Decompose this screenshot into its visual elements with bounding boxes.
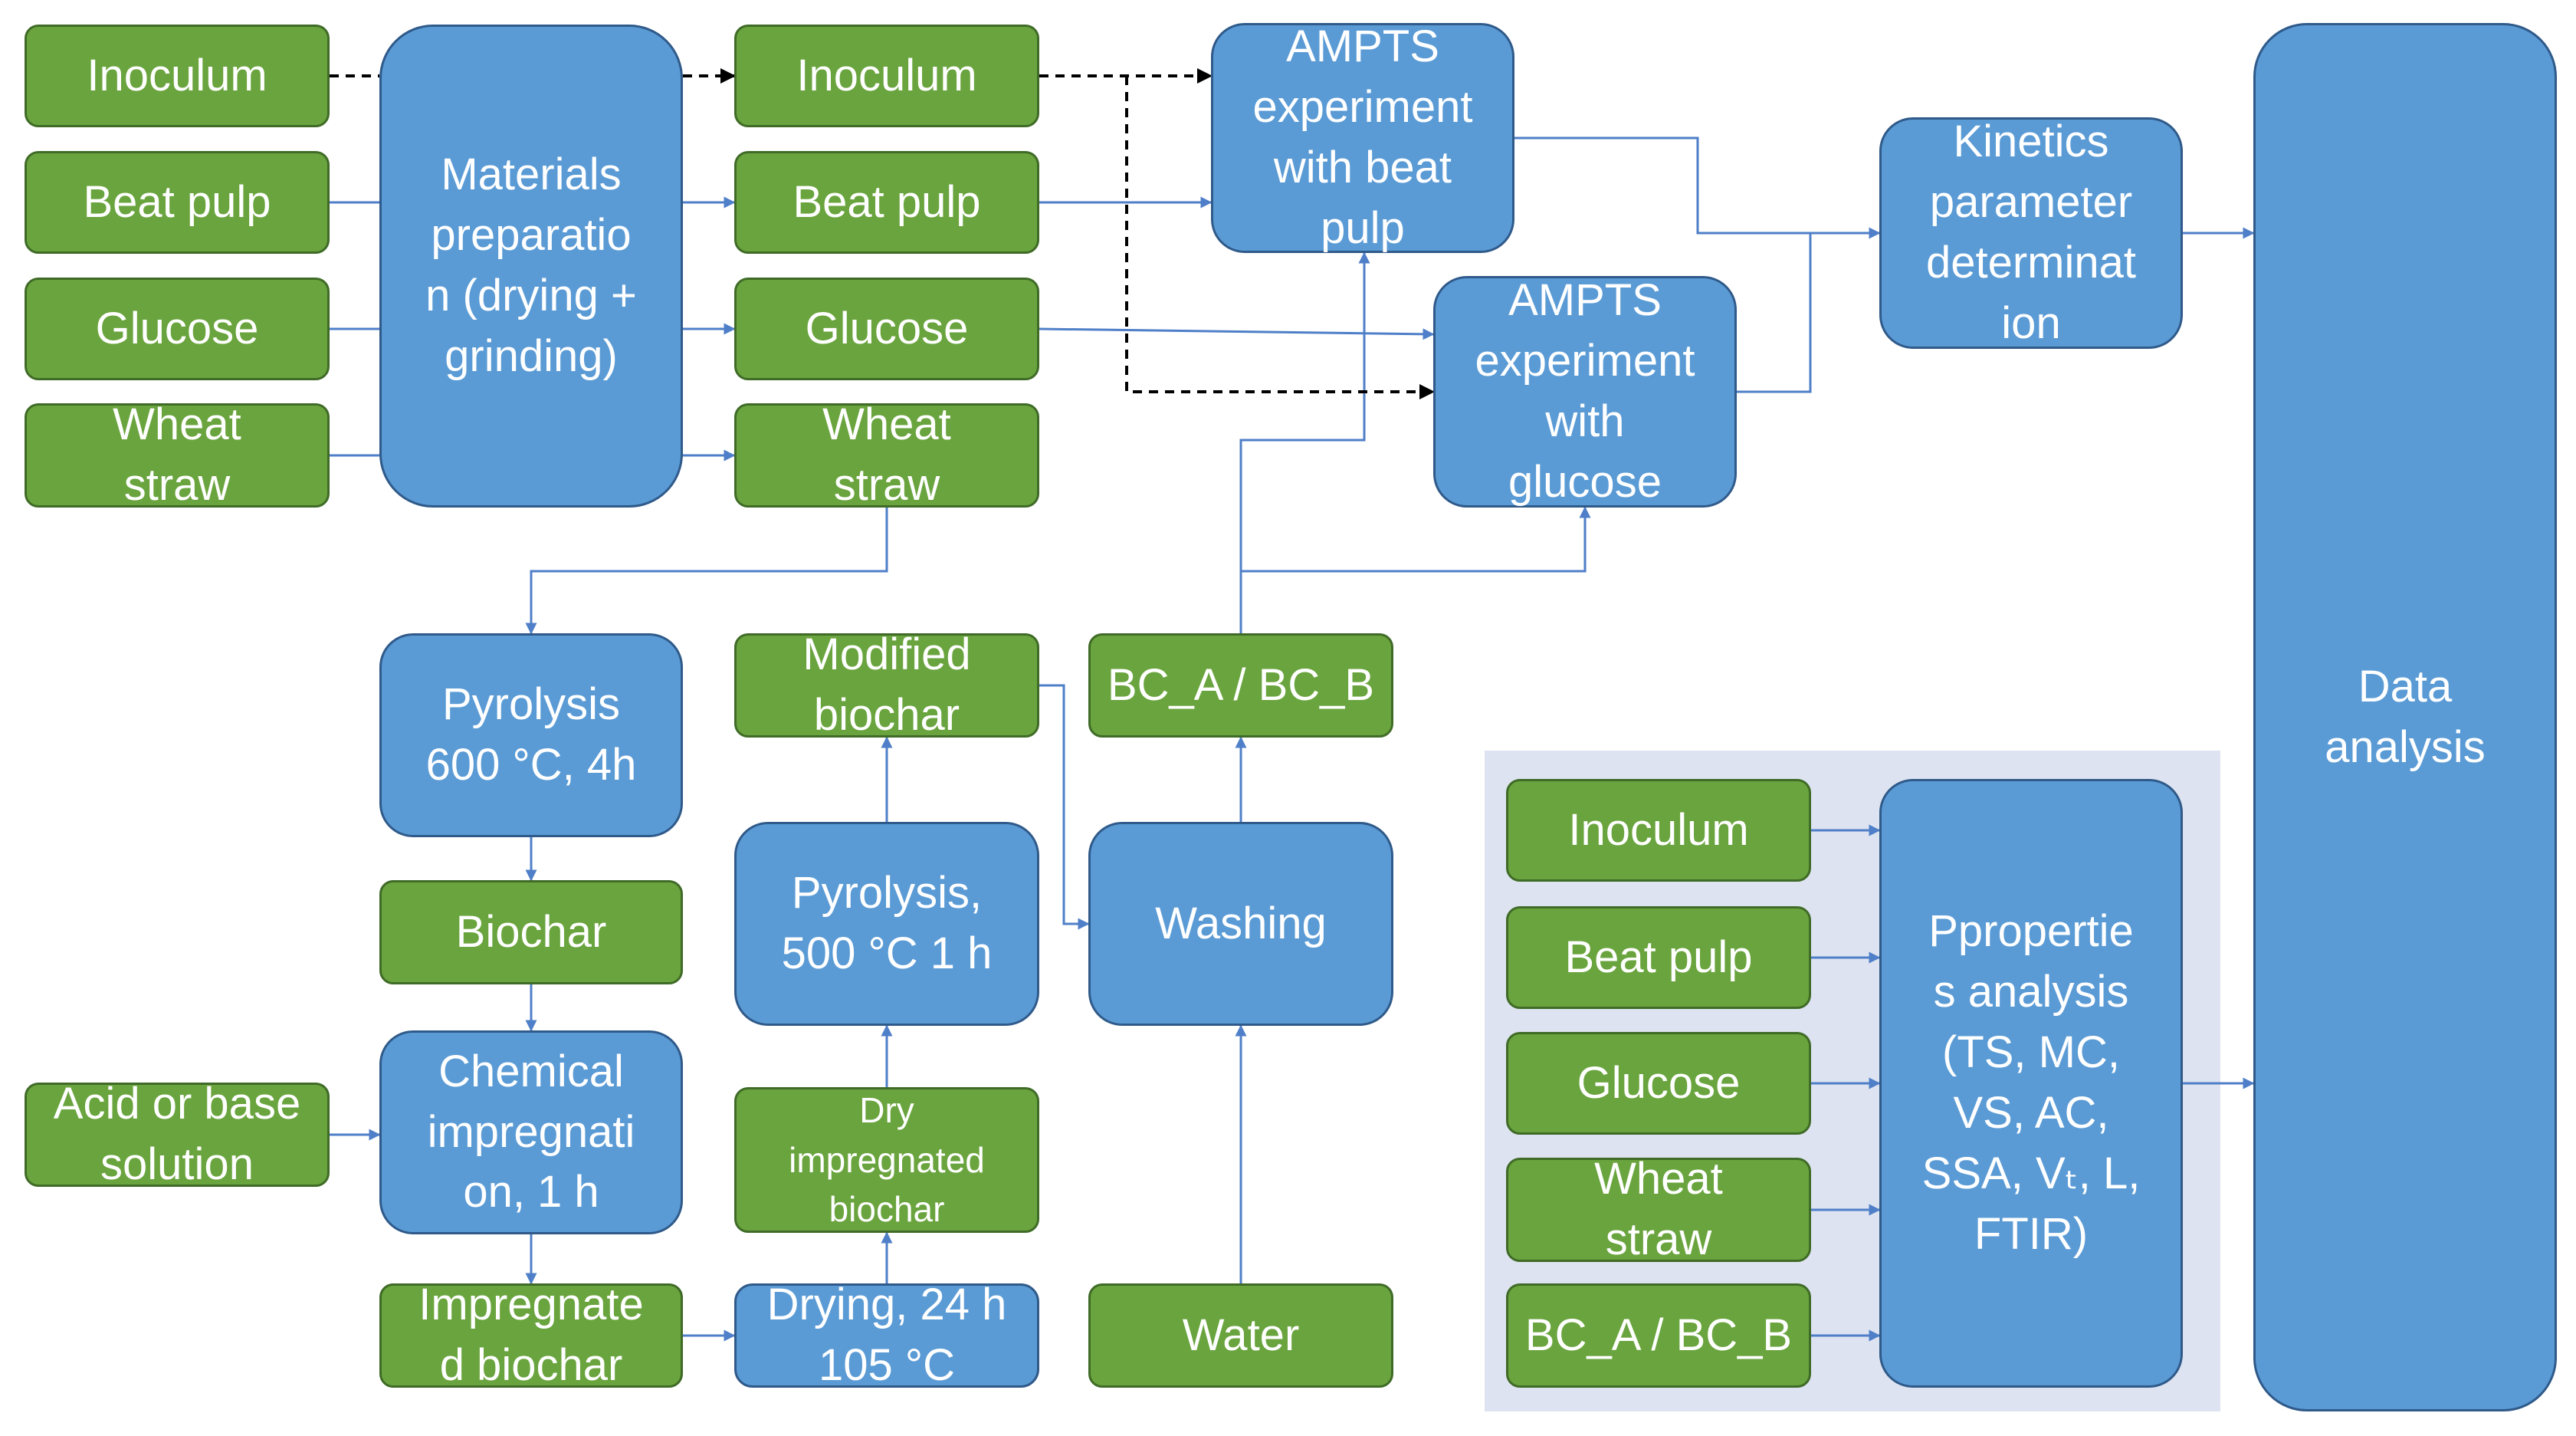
biochar-box: Biochar xyxy=(379,880,683,984)
biochar-label: Biochar xyxy=(455,906,607,957)
raw-inoculum-box: Inoculum xyxy=(25,25,330,127)
materials-preparation-label: Materials preparatio n (drying + grindin… xyxy=(425,150,637,381)
modified-biochar-label: Modified biochar xyxy=(802,629,971,740)
raw-beat-pulp-label: Beat pulp xyxy=(83,176,271,227)
prepared-glucose-label: Glucose xyxy=(805,303,969,353)
raw-glucose-box: Glucose xyxy=(25,278,330,380)
raw-glucose-label: Glucose xyxy=(95,303,259,353)
link-ampts-glucose-to-kinetics xyxy=(1737,233,1812,393)
pyrolysis-500-box: Pyrolysis, 500 °C 1 h xyxy=(734,822,1039,1026)
panel-wheat-straw-box: Wheat straw xyxy=(1506,1154,1811,1264)
panel-beat-pulp-box: Beat pulp xyxy=(1506,906,1811,1009)
panel-bc-ab-box: BC_A / BC_B xyxy=(1506,1283,1811,1388)
ampts-glucose-box: AMPTS experiment with glucose xyxy=(1433,275,1737,508)
materials-preparation-box: Materials preparatio n (drying + grindin… xyxy=(379,25,683,508)
link-wheat-straw-to-pyrolysis xyxy=(525,508,888,635)
drying-label: Drying, 24 h 105 °C xyxy=(766,1280,1007,1390)
data-analysis-label: Data analysis xyxy=(2325,661,2486,772)
ampts-glucose-label: AMPTS experiment with glucose xyxy=(1475,275,1695,507)
prepared-inoculum-label: Inoculum xyxy=(796,50,977,100)
prepared-beat-pulp-box: Beat pulp xyxy=(734,151,1039,254)
chemical-impregnation-box: Chemical impregnati on, 1 h xyxy=(379,1030,683,1234)
prepared-wheat-straw-box: Wheat straw xyxy=(734,399,1039,510)
chemical-impregnation-label: Chemical impregnati on, 1 h xyxy=(427,1046,635,1217)
kinetics-label: Kinetics parameter determinat ion xyxy=(1925,117,2137,348)
prepared-inoculum-box: Inoculum xyxy=(734,25,1039,127)
panel-beat-pulp-label: Beat pulp xyxy=(1564,932,1753,982)
washing-label: Washing xyxy=(1155,898,1327,948)
impregnated-biochar-label: Impregnate d biochar xyxy=(418,1280,644,1390)
panel-bc-ab-label: BC_A / BC_B xyxy=(1524,1309,1793,1360)
link-glucose-to-ampts xyxy=(1039,327,1435,340)
modified-biochar-box: Modified biochar xyxy=(734,629,1039,740)
pyrolysis-500-label: Pyrolysis, 500 °C 1 h xyxy=(781,868,993,978)
bc-ab-box: BC_A / BC_B xyxy=(1088,633,1393,738)
link-inoculum-to-ampts-glucose xyxy=(1125,76,1435,399)
panel-wheat-straw-label: Wheat straw xyxy=(1594,1154,1723,1264)
raw-wheat-straw-box: Wheat straw xyxy=(25,399,330,510)
water-label: Water xyxy=(1182,1309,1300,1360)
acid-or-base-label: Acid or base solution xyxy=(53,1079,301,1189)
washing-box: Washing xyxy=(1088,822,1393,1026)
raw-inoculum-label: Inoculum xyxy=(87,50,267,100)
pyrolysis-600-label: Pyrolysis 600 °C, 4h xyxy=(425,679,637,790)
properties-analysis-box: Ppropertie s analysis (TS, MC, VS, AC, S… xyxy=(1879,779,2183,1388)
water-box: Water xyxy=(1088,1283,1393,1388)
drying-box: Drying, 24 h 105 °C xyxy=(734,1280,1039,1390)
pyrolysis-600-box: Pyrolysis 600 °C, 4h xyxy=(379,633,683,837)
raw-beat-pulp-box: Beat pulp xyxy=(25,151,330,254)
ampts-beat-pulp-box: AMPTS experiment with beat pulp xyxy=(1211,21,1514,253)
link-ampts-beat-to-kinetics xyxy=(1514,136,1881,239)
raw-wheat-straw-label: Wheat straw xyxy=(113,399,241,510)
ampts-beat-pulp-label: AMPTS experiment with beat pulp xyxy=(1252,21,1473,253)
dry-impregnated-biochar-box: Dry impregnated biochar xyxy=(734,1087,1039,1233)
panel-inoculum-label: Inoculum xyxy=(1568,804,1749,855)
acid-or-base-box: Acid or base solution xyxy=(25,1079,330,1189)
dry-impregnated-biochar-label: Dry impregnated biochar xyxy=(789,1090,985,1230)
panel-glucose-box: Glucose xyxy=(1506,1032,1811,1135)
panel-glucose-label: Glucose xyxy=(1577,1057,1741,1108)
properties-analysis-label: Ppropertie s analysis (TS, MC, VS, AC, S… xyxy=(1921,906,2141,1259)
impregnated-biochar-box: Impregnate d biochar xyxy=(379,1280,683,1390)
data-analysis-box: Data analysis xyxy=(2253,23,2557,1411)
prepared-glucose-box: Glucose xyxy=(734,278,1039,380)
prepared-wheat-straw-label: Wheat straw xyxy=(822,399,951,510)
link-modified-to-washing xyxy=(1039,684,1090,930)
link-bc-to-ampts-beat xyxy=(1239,251,1370,633)
panel-inoculum-box: Inoculum xyxy=(1506,779,1811,882)
kinetics-box: Kinetics parameter determinat ion xyxy=(1879,117,2183,349)
bc-ab-label: BC_A / BC_B xyxy=(1107,659,1375,710)
link-bc-to-ampts-glucose xyxy=(1241,506,1591,573)
prepared-beat-pulp-label: Beat pulp xyxy=(792,176,981,227)
